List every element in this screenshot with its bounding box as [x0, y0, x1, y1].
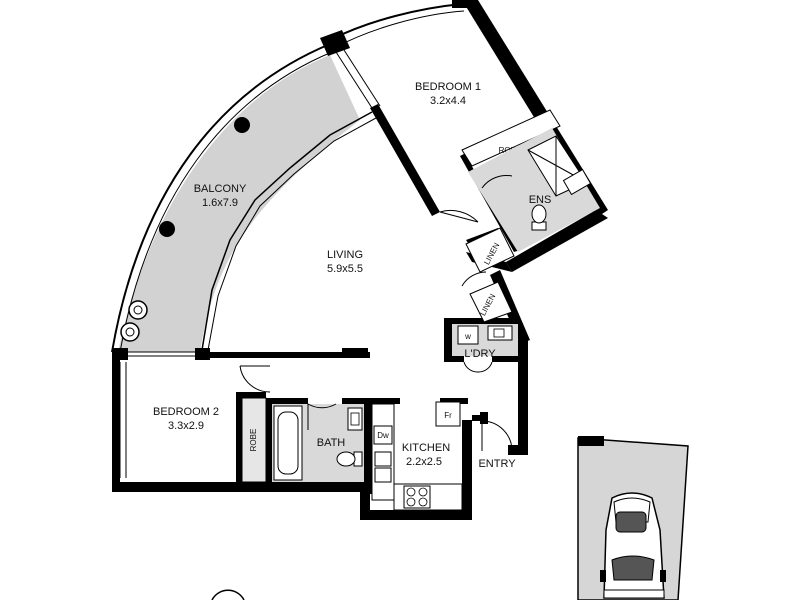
entry-name: ENTRY [478, 458, 516, 470]
linen-1: LINEN [465, 227, 515, 273]
plant-pot-2 [120, 322, 140, 342]
ensuite-toilet [531, 204, 547, 231]
car [600, 492, 666, 599]
linen-2-door [461, 271, 487, 287]
bathtub [273, 405, 303, 481]
ensuite-door [481, 175, 513, 189]
kitchen: Dw Fr KITCHEN 2.2x2.5 [371, 401, 463, 511]
entry: ENTRY [478, 420, 516, 470]
dishwasher-label: Dw [377, 431, 389, 440]
bedroom-2-name: BEDROOM 2 [153, 406, 219, 418]
column-1 [234, 117, 250, 133]
bedroom-2-door [239, 365, 271, 393]
linen-2: LINEN [469, 281, 513, 323]
living-size: 5.9x5.5 [327, 263, 363, 275]
robe-bedroom-2: ROBE [241, 397, 267, 483]
column-2 [159, 221, 175, 237]
fridge: Fr [435, 401, 461, 427]
laundry-name: L'DRY [464, 348, 496, 360]
kitchen-name: KITCHEN [402, 442, 450, 454]
north-point-icon [211, 589, 245, 600]
balcony: BALCONY 1.6x7.9 [111, 3, 465, 353]
bath-name: BATH [317, 437, 346, 449]
top-curved-wall [329, 3, 463, 41]
living: LIVING 5.9x5.5 LINEN [327, 249, 513, 323]
living-name: LIVING [327, 249, 363, 261]
plant-pot-1 [128, 300, 148, 320]
washer-label: w [464, 332, 471, 341]
bathroom: BATH [272, 403, 364, 482]
balcony-floor [118, 55, 360, 352]
balcony-size: 1.6x7.9 [202, 197, 238, 209]
entry-door [481, 420, 513, 452]
bedroom-1-name: BEDROOM 1 [415, 81, 481, 93]
bedroom-2: BEDROOM 2 3.3x2.9 ROBE [119, 351, 271, 483]
balcony-name: BALCONY [194, 183, 247, 195]
bedroom-2-size: 3.3x2.9 [168, 420, 204, 432]
fridge-label: Fr [444, 411, 452, 420]
ensuite-name: ENS [529, 194, 552, 206]
ensuite: ENS LINEN [465, 128, 600, 273]
laundry: w L'DRY [452, 324, 518, 373]
bedroom-1-door [439, 209, 479, 223]
balcony-balustrade-inner [119, 51, 333, 353]
balcony-glazing-inner [207, 117, 377, 351]
bath-toilet [336, 451, 363, 467]
bath-door [307, 403, 337, 430]
robe-2-label: ROBE [249, 429, 258, 452]
car-space [577, 436, 689, 600]
balcony-glazing [201, 111, 373, 351]
balcony-balustrade [111, 43, 331, 353]
kitchen-size: 2.2x2.5 [406, 456, 442, 468]
bedroom-1-size: 3.2x4.4 [430, 95, 466, 107]
